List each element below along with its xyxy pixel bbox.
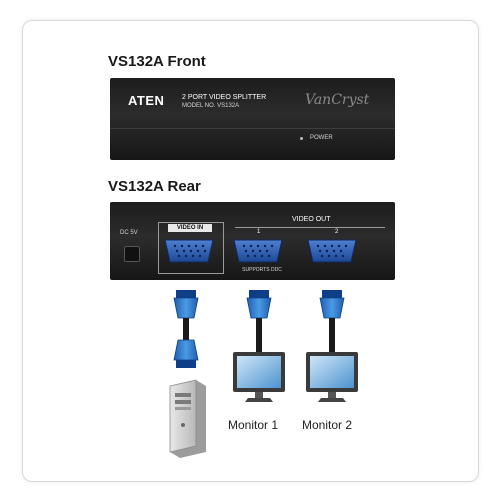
pc-tower-icon <box>169 379 206 458</box>
port-1-label: 1 <box>257 229 261 235</box>
monitor-1-icon <box>233 352 285 402</box>
model-number: MODEL NO. VS132A <box>182 103 240 109</box>
vga-out-port-2 <box>307 239 357 263</box>
power-led <box>300 137 303 140</box>
monitor-2-icon <box>306 352 358 402</box>
aten-logo: ATEN <box>128 93 165 108</box>
port-2-label: 2 <box>335 229 339 235</box>
input-cable <box>173 290 199 368</box>
front-heading: VS132A Front <box>108 53 206 70</box>
monitor-1-label: Monitor 1 <box>228 418 279 432</box>
monitor-2-label: Monitor 2 <box>302 418 353 432</box>
vga-out-port-1 <box>233 239 283 263</box>
product-name: 2 PORT VIDEO SPLITTER <box>182 94 267 101</box>
panel-divider <box>110 128 395 129</box>
output-cable-2 <box>319 290 345 352</box>
output-cable-1 <box>246 290 272 352</box>
power-jack <box>124 246 140 262</box>
vancryst-logo: VanCryst <box>305 92 370 108</box>
video-in-label: VIDEO IN <box>168 224 212 232</box>
ddc-note: SUPPORTS DDC <box>242 267 282 273</box>
video-out-label: VIDEO OUT <box>292 216 331 223</box>
video-in-box <box>158 222 224 274</box>
power-input-label: DC 5V <box>120 230 138 236</box>
vga-in-port <box>164 239 214 263</box>
video-out-line <box>235 227 385 228</box>
front-panel: ATEN 2 PORT VIDEO SPLITTER MODEL NO. VS1… <box>110 78 395 160</box>
rear-heading: VS132A Rear <box>108 178 201 195</box>
power-label: POWER <box>310 135 333 141</box>
